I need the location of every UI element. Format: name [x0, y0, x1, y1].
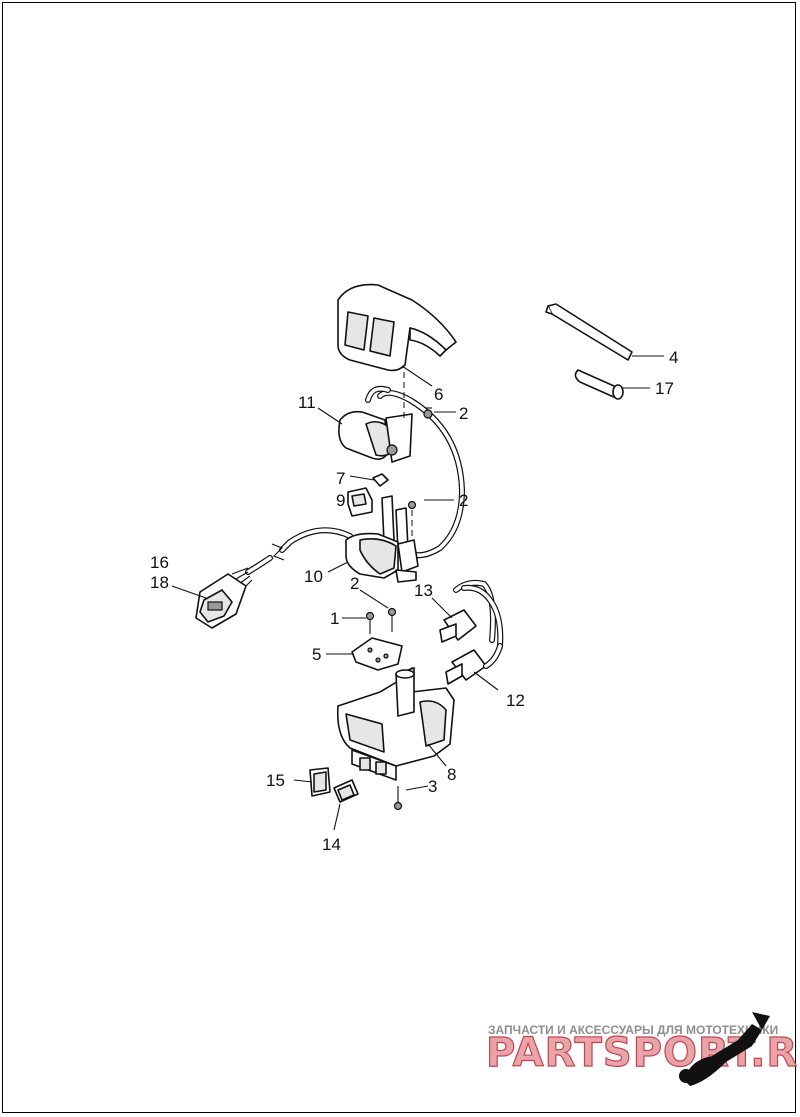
- watermark: ЗАПЧАСТИ И АКСЕССУАРЫ ДЛЯ МОТОТЕХНИКИ PA…: [485, 1012, 800, 1086]
- callout-14: 14: [322, 835, 341, 854]
- wire-clip: [372, 473, 389, 487]
- callout-4: 4: [669, 348, 678, 367]
- callout-16: 16: [150, 553, 169, 572]
- callout-13: 13: [414, 581, 433, 600]
- callout-17: 17: [655, 379, 674, 398]
- motorcycle-rider-icon: [679, 1012, 770, 1086]
- sleeve-tube: [574, 369, 624, 400]
- callout-8: 8: [447, 765, 456, 784]
- harness-cable: [231, 527, 353, 593]
- watermark-tagline: ЗАПЧАСТИ И АКСЕССУАРЫ ДЛЯ МОТОТЕХНИКИ: [488, 1023, 778, 1037]
- callout-1: 1: [330, 609, 339, 628]
- callout-9: 9: [336, 491, 345, 510]
- cable-strap: [545, 303, 633, 361]
- mounting-plate: [351, 637, 403, 671]
- right-switches: [439, 579, 504, 685]
- callout-3: 3: [428, 777, 437, 796]
- callout-5: 5: [312, 645, 321, 664]
- upper-switch-assembly: [338, 372, 413, 463]
- lower-switch-housing: [336, 667, 455, 781]
- callout-2-upper: 2: [459, 404, 468, 423]
- callout-18: 18: [150, 573, 169, 592]
- upper-switch-housing: [337, 283, 457, 372]
- switch-connector: [347, 487, 373, 517]
- callout-15: 15: [266, 771, 285, 790]
- screw-upper: [423, 407, 433, 419]
- harness-connector: [195, 573, 247, 629]
- switch-wiring: [365, 385, 466, 559]
- switch-module: [345, 532, 419, 583]
- callout-2-middle: 2: [459, 491, 468, 510]
- leader-lines: [171, 355, 664, 831]
- housing-screw: [393, 786, 403, 811]
- callout-12: 12: [506, 691, 525, 710]
- callout-11: 11: [298, 393, 316, 412]
- mounting-screws: [365, 607, 397, 634]
- callout-10: 10: [304, 567, 323, 586]
- callout-7: 7: [336, 469, 345, 488]
- central-post: [381, 495, 417, 551]
- switch-buttons: [309, 767, 359, 803]
- callout-6: 6: [434, 385, 443, 404]
- callout-2-lower: 2: [350, 574, 359, 593]
